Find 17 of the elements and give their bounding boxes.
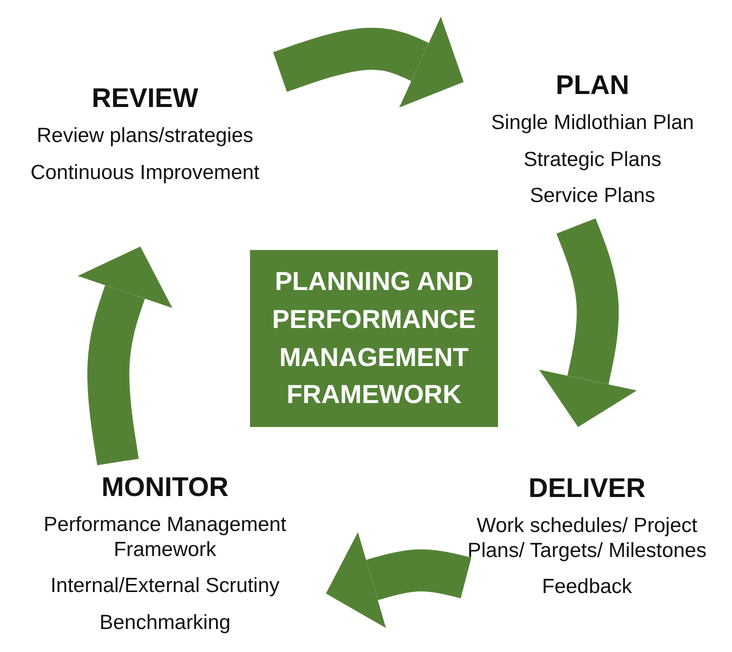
stage-heading: PLAN: [556, 70, 630, 101]
stage-item: Work schedules/ Project Plans/ Targets/ Milestones: [466, 514, 708, 564]
title-text: PLANNING AND PERFORMANCE MANAGEMENT FRAMEWORK: [271, 265, 477, 412]
stage-heading: MONITOR: [102, 472, 228, 503]
stage-heading: DELIVER: [528, 473, 646, 504]
title-box: [250, 250, 498, 427]
stage-item: Service Plans: [530, 184, 656, 209]
stage-item: Review plans/strategies: [36, 124, 254, 149]
stage-item: Benchmarking: [99, 610, 231, 636]
stage-item: Strategic Plans: [524, 148, 662, 172]
stage-item: Performance Management Framework: [42, 513, 288, 562]
stage-item: Internal/External Scrutiny: [50, 574, 280, 599]
stage-item: Continuous Improvement: [30, 160, 260, 186]
curved-arrow: [539, 217, 637, 427]
stage-heading: REVIEW: [92, 83, 198, 114]
stage-item: Feedback: [542, 575, 632, 600]
stage-item: Single Midlothian Plan: [491, 111, 694, 136]
